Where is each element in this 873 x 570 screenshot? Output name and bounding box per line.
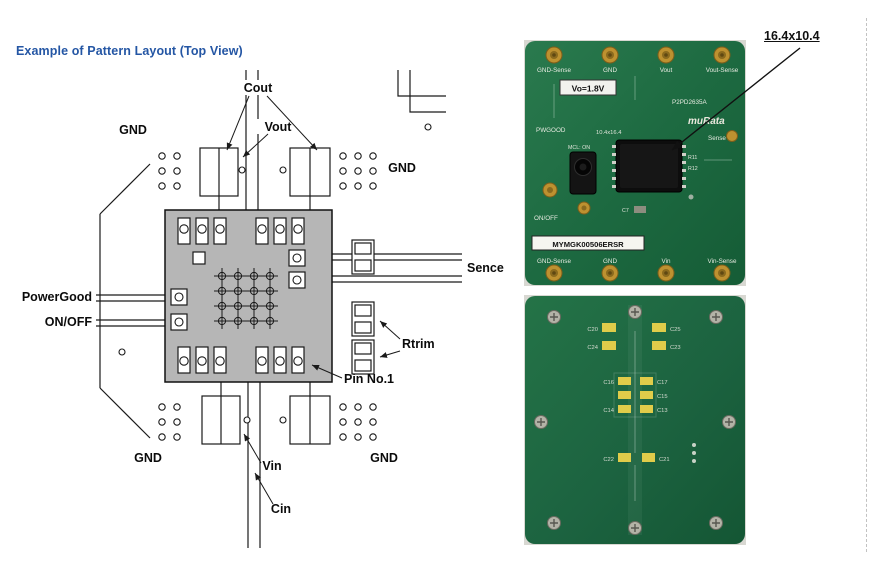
label-on-off: ON/OFF xyxy=(45,315,93,329)
silk-c14: C14 xyxy=(603,408,614,414)
silk-r11: R11 xyxy=(688,155,697,161)
pattern-layout-diagram: Cout Vout GND GND PowerGood ON/OFF Sence… xyxy=(22,70,504,548)
silk-part-number: P2PD2635A xyxy=(672,99,707,106)
silk-vin-sense: Vin-Sense xyxy=(708,258,737,265)
silk-c22: C22 xyxy=(603,457,614,463)
module-pads-left xyxy=(170,251,206,331)
gnd-via-cluster-top-left xyxy=(158,152,181,190)
silk-gnd-bottom: GND xyxy=(603,258,617,265)
capacitor-footprint-cout-left xyxy=(199,147,239,197)
silk-module-size: 10.4x16.4 xyxy=(596,130,622,136)
callout-arrows xyxy=(226,95,401,505)
capacitor-footprint-cin-left xyxy=(201,395,241,445)
turret-gnd-bottom xyxy=(601,264,619,282)
page-title: Example of Pattern Layout (Top View) xyxy=(16,44,243,58)
resistor-footprints xyxy=(351,239,375,375)
screw-icon xyxy=(546,515,562,531)
silk-vin: Vin xyxy=(662,258,671,265)
label-mask xyxy=(254,119,302,134)
silk-on-off: ON/OFF xyxy=(534,215,558,222)
silk-c21: C21 xyxy=(659,457,670,463)
silk-r12: R12 xyxy=(688,166,698,172)
screw-icon xyxy=(546,309,562,325)
capacitor-footprint-cin-right xyxy=(289,395,331,445)
gnd-via-cluster-top-right xyxy=(339,152,377,190)
murata-logo: muRata xyxy=(688,116,725,127)
label-gnd-top-right: GND xyxy=(388,161,416,175)
silk-c7: C7 xyxy=(622,208,629,214)
turret-vout xyxy=(657,46,675,64)
thermal-via-grid xyxy=(214,268,278,329)
module-pads-bottom xyxy=(177,346,305,374)
screw-icon xyxy=(721,414,737,430)
screw-icon xyxy=(708,515,724,531)
via-dots xyxy=(692,443,696,463)
gnd-via-cluster-bottom-right xyxy=(339,403,377,441)
label-cout: Cout xyxy=(244,81,273,95)
gold-screws xyxy=(542,182,591,215)
label-vin: Vin xyxy=(262,459,281,473)
label-sence: Sence xyxy=(467,261,504,275)
board-top-photo: GND-Sense GND Vout Vout-Sense Vo=1.8V P2… xyxy=(524,40,746,286)
pcb-board-bottom xyxy=(525,296,745,544)
turret-vin-sense xyxy=(713,264,731,282)
module-land-pattern xyxy=(164,209,333,383)
label-cin: Cin xyxy=(271,502,291,516)
label-gnd-bottom-left: GND xyxy=(134,451,162,465)
label-gnd-bottom-right: GND xyxy=(370,451,398,465)
turret-gnd-sense-top xyxy=(545,46,563,64)
silk-c24: C24 xyxy=(587,345,598,351)
silk-gnd-sense-top: GND-Sense xyxy=(537,67,571,74)
silk-vout: Vout xyxy=(660,67,673,74)
pcb-trace-band xyxy=(628,305,642,535)
on-off-switch xyxy=(569,151,597,195)
label-pin-no1: Pin No.1 xyxy=(344,372,394,386)
model-sticker-text: MYMGK00506ERSR xyxy=(552,240,624,249)
solder-pads xyxy=(602,323,666,462)
screw-icon xyxy=(708,309,724,325)
silk-gnd-top: GND xyxy=(603,67,617,74)
label-rtrim: Rtrim xyxy=(402,337,435,351)
silk-c15: C15 xyxy=(657,394,668,400)
dcdc-module xyxy=(612,139,694,200)
silk-c17: C17 xyxy=(657,380,668,386)
gnd-via-cluster-bottom-left xyxy=(158,403,181,441)
voltage-sticker-text: Vo=1.8V xyxy=(572,84,605,94)
silk-c16: C16 xyxy=(603,380,614,386)
board-bottom-photo: C20 C25 C24 C23 C16 C17 C15 C14 C13 C22 … xyxy=(524,295,746,545)
silk-switch: MCL: ON xyxy=(568,145,590,151)
turret-vin xyxy=(657,264,675,282)
label-vout: Vout xyxy=(265,120,293,134)
turret-gnd-sense-bottom xyxy=(545,264,563,282)
silk-c23: C23 xyxy=(670,345,681,351)
module-dimension-label: 16.4x10.4 xyxy=(764,29,820,43)
silk-c25: C25 xyxy=(670,327,681,333)
module-pins xyxy=(612,145,686,188)
voltage-sticker: Vo=1.8V xyxy=(559,79,617,96)
label-mask xyxy=(234,80,282,95)
sense-screw xyxy=(726,130,738,142)
turret-gnd-top xyxy=(601,46,619,64)
turret-vout-sense xyxy=(713,46,731,64)
label-powergood: PowerGood xyxy=(22,290,92,304)
pcb-traces xyxy=(553,76,732,161)
screw-icon xyxy=(627,520,643,536)
silk-gnd-sense-bottom: GND-Sense xyxy=(537,258,571,265)
model-sticker: MYMGK00506ERSR xyxy=(531,235,645,251)
silk-c20: C20 xyxy=(587,327,598,333)
screw-icon xyxy=(627,304,643,320)
module-pads-top xyxy=(177,217,305,245)
silk-sense: Sense xyxy=(708,135,726,142)
chip-capacitor xyxy=(634,206,646,213)
module-pads-right xyxy=(288,249,306,289)
page-edge-divider xyxy=(866,18,867,552)
silk-pwgood: PWGOOD xyxy=(536,127,566,134)
pcb-traces xyxy=(613,331,657,501)
silk-vout-sense: Vout-Sense xyxy=(706,67,739,74)
label-gnd-top-left: GND xyxy=(119,123,147,137)
screw-icon xyxy=(533,414,549,430)
silk-c13: C13 xyxy=(657,408,668,414)
stray-vias xyxy=(118,123,432,424)
capacitor-footprint-cout-right xyxy=(289,147,331,197)
